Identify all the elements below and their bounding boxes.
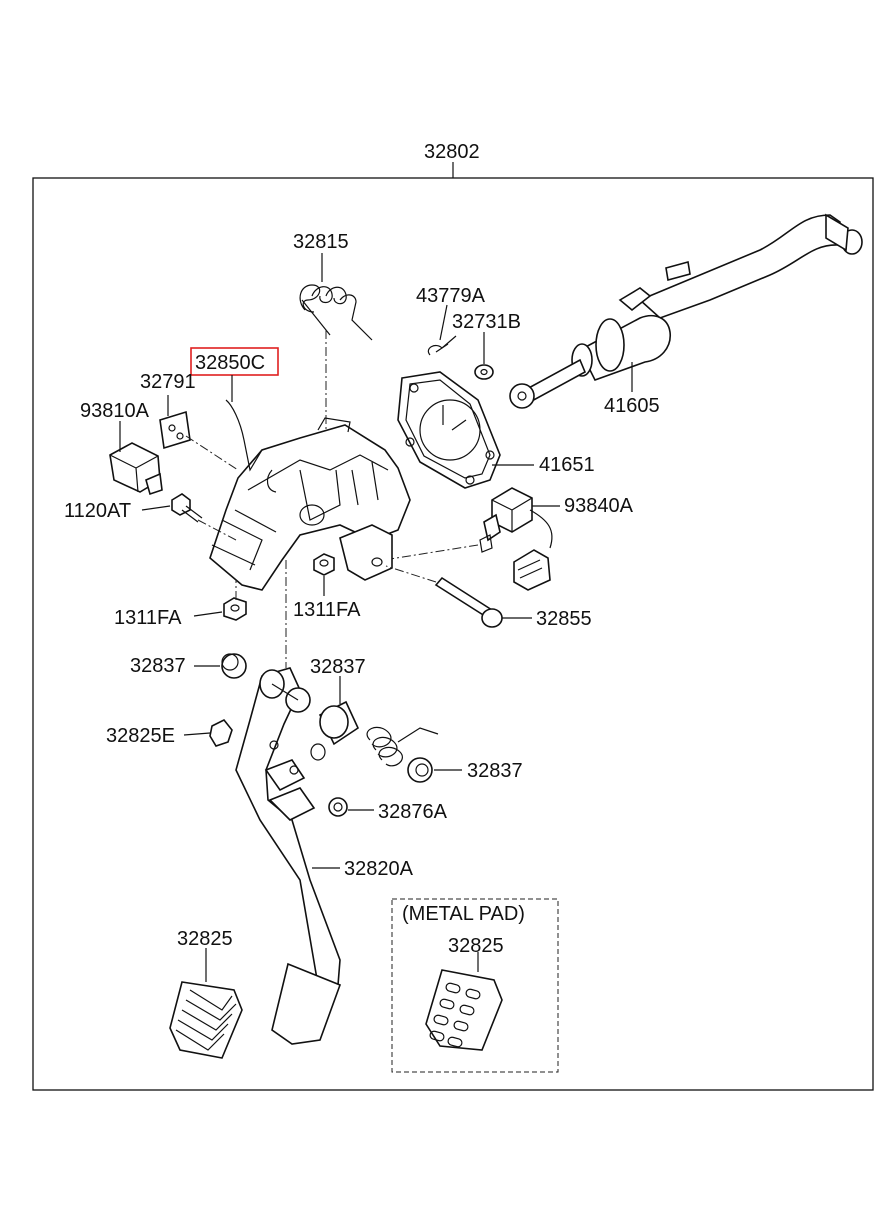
bolt-1120at[interactable] xyxy=(171,493,203,523)
label-32825-rubber[interactable]: 32825 xyxy=(177,928,233,950)
metal-pad-title: (METAL PAD) xyxy=(402,903,525,925)
label-41605[interactable]: 41605 xyxy=(604,395,660,417)
switch-93840a[interactable] xyxy=(479,487,553,591)
plate-32791[interactable] xyxy=(159,410,191,450)
nut-1311fa-mid[interactable] xyxy=(313,553,335,576)
washer-32731b[interactable] xyxy=(474,364,494,380)
label-93840a[interactable]: 93840A xyxy=(564,495,634,517)
label-1120at[interactable]: 1120AT xyxy=(64,500,131,522)
assist-spring[interactable] xyxy=(366,726,439,767)
label-32820a[interactable]: 32820A xyxy=(344,858,414,880)
label-32855[interactable]: 32855 xyxy=(536,608,592,630)
pedal-arm-32820a[interactable] xyxy=(235,667,342,1045)
assembly-part-number[interactable]: 32802 xyxy=(424,141,480,163)
label-32850c[interactable]: 32850C xyxy=(195,352,265,374)
spring-32815[interactable] xyxy=(299,284,373,341)
pin-32855[interactable] xyxy=(434,576,503,628)
label-93810a[interactable]: 93810A xyxy=(80,400,150,422)
bushing-32837-left[interactable] xyxy=(221,653,247,679)
master-cylinder-41605[interactable] xyxy=(509,213,863,409)
label-41651[interactable]: 41651 xyxy=(539,454,595,476)
sensor-93810a[interactable] xyxy=(109,442,163,496)
label-32837-mid[interactable]: 32837 xyxy=(310,656,366,678)
label-32876a[interactable]: 32876A xyxy=(378,801,448,823)
label-43779a[interactable]: 43779A xyxy=(416,285,486,307)
label-32731b[interactable]: 32731B xyxy=(452,311,521,333)
bushing-32837-right[interactable] xyxy=(407,757,433,783)
bushing-32837-mid[interactable] xyxy=(318,700,360,746)
label-32825-metal[interactable]: 32825 xyxy=(448,935,504,957)
label-1311fa-mid[interactable]: 1311FA xyxy=(293,599,361,621)
label-32837-right[interactable]: 32837 xyxy=(467,760,523,782)
rubber-pad-32825[interactable] xyxy=(169,981,243,1059)
label-32815[interactable]: 32815 xyxy=(293,231,349,253)
nut-1311fa-left[interactable] xyxy=(223,597,247,621)
label-1311fa-left[interactable]: 1311FA xyxy=(114,607,182,629)
label-32791[interactable]: 32791 xyxy=(140,371,196,393)
label-32837-left[interactable]: 32837 xyxy=(130,655,186,677)
gasket-41651[interactable] xyxy=(397,371,501,489)
nut-32876a[interactable] xyxy=(328,797,348,817)
clip-43779a[interactable] xyxy=(427,335,457,356)
metal-pad-32825[interactable] xyxy=(425,969,503,1051)
metal-pad-box xyxy=(391,898,559,1073)
stopper-32825e[interactable] xyxy=(209,718,233,747)
label-32825e[interactable]: 32825E xyxy=(106,725,175,747)
highlight-box xyxy=(190,347,279,376)
bracket-32850c[interactable] xyxy=(209,399,411,591)
